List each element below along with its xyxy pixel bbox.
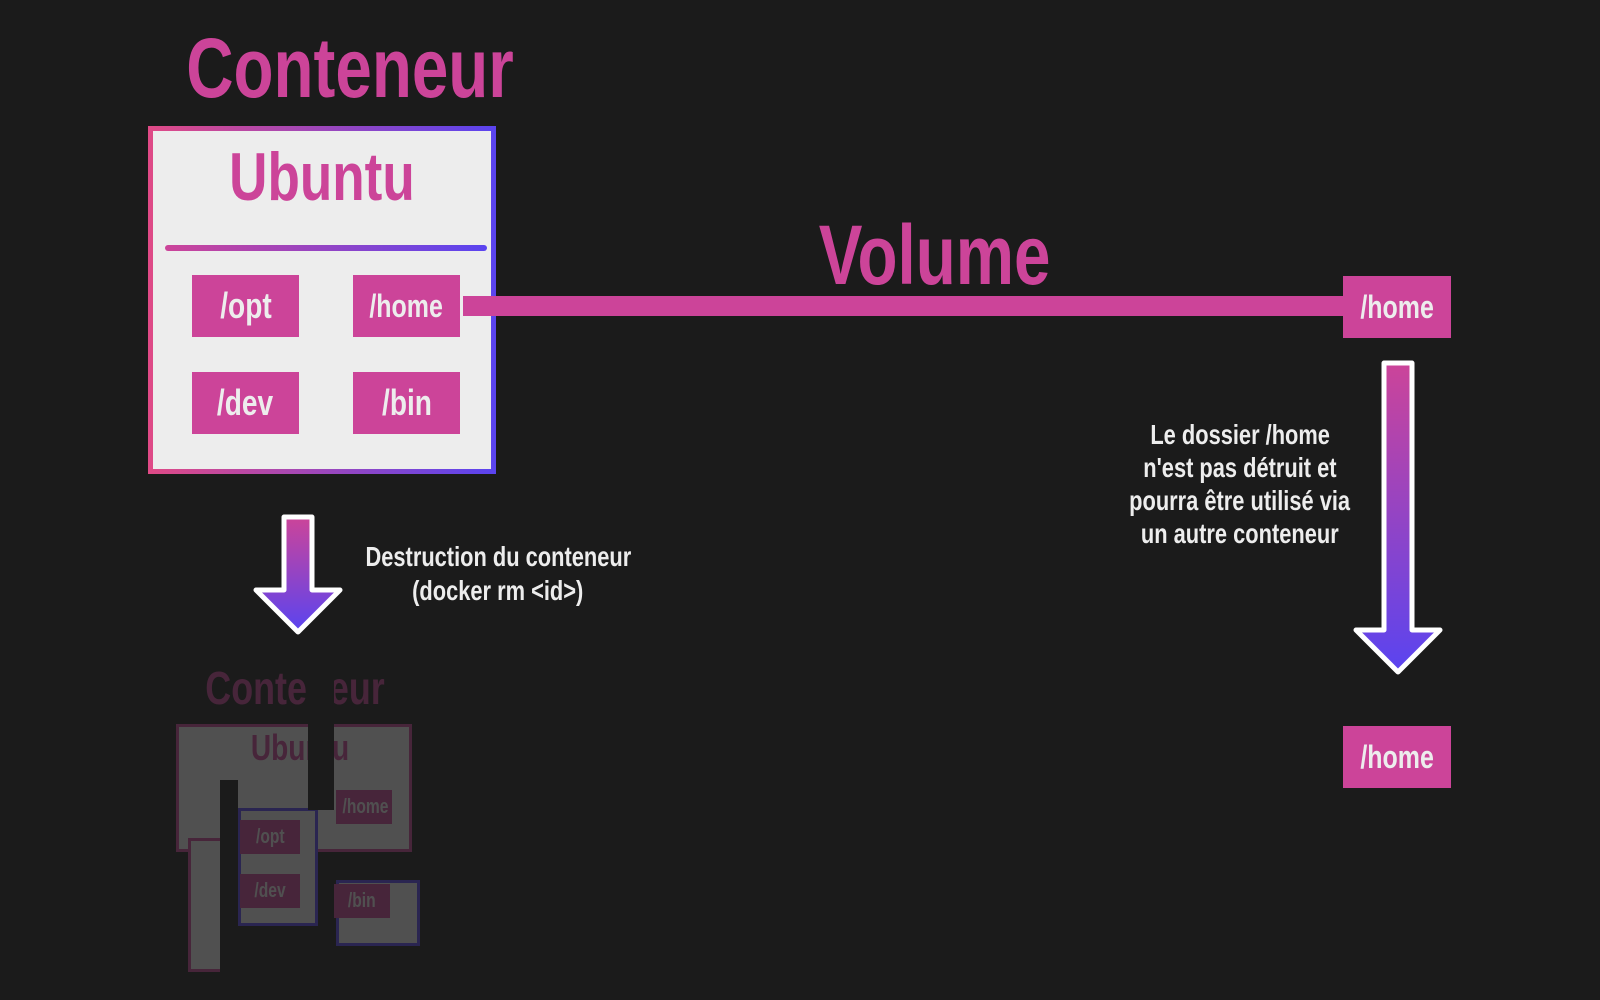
container-title: Conteneur [186,21,514,115]
dir-opt: /opt [192,275,299,337]
dir-home-fragment: /home [336,790,392,824]
destroyed-container: Conteneur Ubuntu /opt /home /dev /bin [160,660,450,980]
destroyed-os-title: Ubuntu [250,727,350,768]
dir-dev-fragment: /dev [240,874,300,908]
dir-bin-fragment: /bin [334,884,390,918]
container-fragment [238,808,318,926]
persistence-note: Le dossier /home n'est pas détruit et po… [1129,419,1351,549]
volume-label: Volume [819,208,1051,302]
fragment-gap [220,780,238,980]
dir-bin: /bin [353,372,460,434]
remaining-home-dir: /home [1343,726,1451,788]
os-title: Ubuntu [229,139,415,215]
arrow-down-icon [253,514,343,635]
fragment-gap [308,660,334,810]
dir-home-container: /home [353,275,460,337]
destruction-caption: Destruction du conteneur (docker rm <id>… [365,541,631,606]
dir-dev: /dev [192,372,299,434]
container-fragment [176,724,412,852]
os-divider [165,245,487,251]
container-fragment [188,838,228,972]
host-home-dir: /home [1343,276,1451,338]
destroyed-container-title: Conteneur [205,662,385,714]
container-box: Ubuntu /opt /home /dev /bin [148,126,496,474]
container-fragment [336,880,420,946]
volume-connector [463,296,1345,316]
arrow-down-icon [1353,360,1443,675]
dir-opt-fragment: /opt [240,820,300,854]
